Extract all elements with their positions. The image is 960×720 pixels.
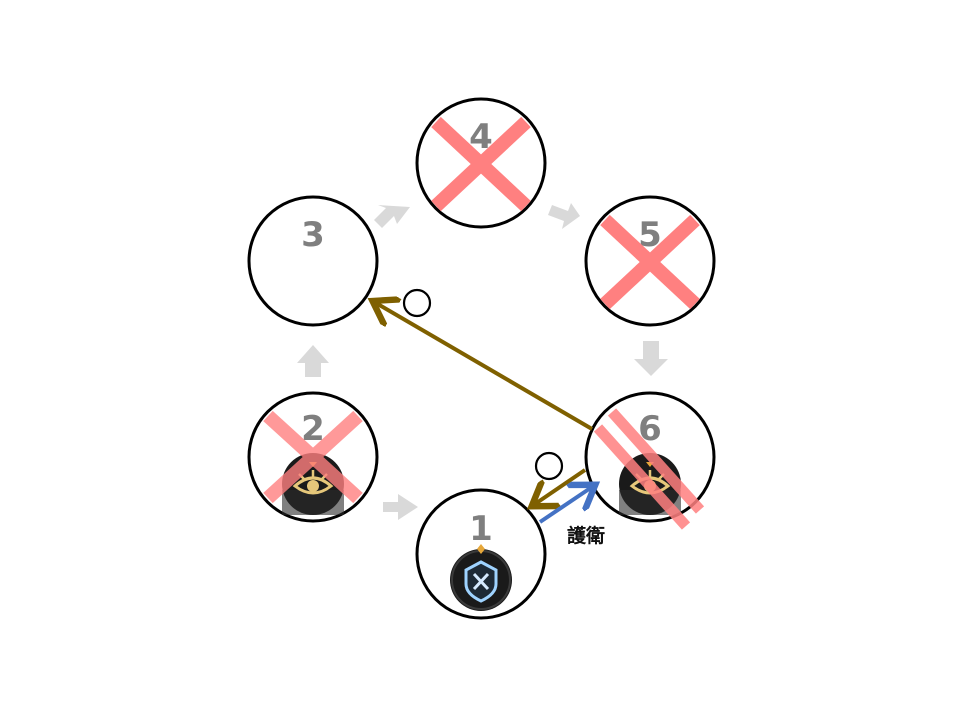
- position-number: 5: [638, 215, 662, 255]
- attack-arrow-6-to-3: [376, 303, 594, 431]
- position-number: 2: [301, 409, 325, 449]
- rotation-arrows: [297, 203, 668, 520]
- rotation-arrow-2-to-3: [297, 345, 329, 377]
- position-6: 6: [584, 391, 716, 530]
- position-number: 4: [469, 117, 493, 157]
- position-number: 3: [301, 215, 325, 255]
- success-circle-mark: [534, 451, 564, 481]
- cross-mark: [263, 410, 363, 504]
- position-4: 4: [415, 97, 547, 229]
- cross-mark: [431, 116, 531, 212]
- guard-shield-icon: [450, 544, 512, 611]
- rotation-arrow-3-to-4: [374, 205, 410, 228]
- position-5: 5: [584, 195, 716, 327]
- position-number: 1: [469, 509, 493, 549]
- slash-mark: [593, 408, 705, 530]
- position-number: 6: [638, 409, 662, 449]
- guard-arrow-1-to-6: [538, 487, 592, 524]
- position-3: 3: [247, 195, 379, 327]
- attack-arrow-6-to-1: [535, 468, 587, 504]
- guard-label: 護衛: [567, 524, 605, 547]
- cross-mark: [600, 214, 700, 310]
- position-2: 2: [247, 391, 379, 523]
- rotation-arrow-1-to-2: [383, 494, 418, 520]
- success-circle-mark: [402, 288, 432, 318]
- position-1: 1: [415, 488, 547, 620]
- rotation-arrow-4-to-5: [548, 203, 580, 229]
- rotation-arrow-5-to-6: [634, 341, 668, 376]
